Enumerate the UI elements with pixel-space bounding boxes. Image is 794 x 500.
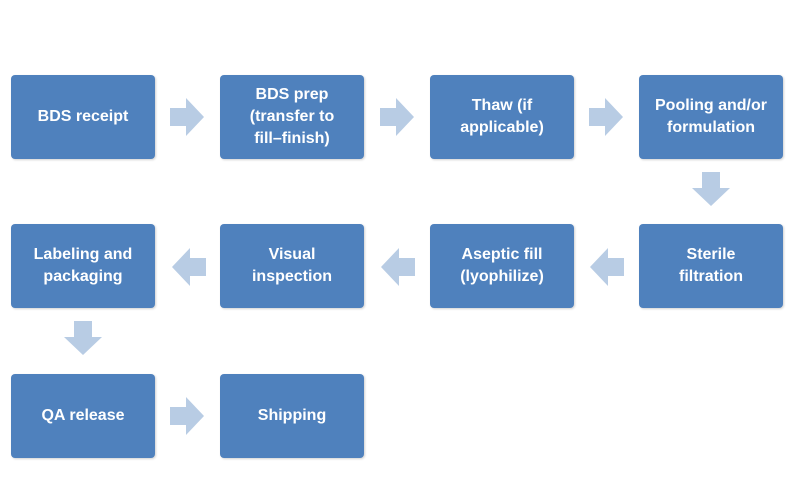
step-visual-inspection: Visual inspection [220, 224, 364, 308]
arrow-right-icon [170, 98, 204, 136]
step-bds-receipt: BDS receipt [11, 75, 155, 159]
arrow-left-icon [172, 248, 206, 286]
arrow-down-icon [64, 321, 102, 355]
step-labeling-packaging: Labeling and packaging [11, 224, 155, 308]
arrow-right-icon [170, 397, 204, 435]
arrow-left-icon [381, 248, 415, 286]
step-aseptic-fill: Aseptic fill (lyophilize) [430, 224, 574, 308]
arrow-right-icon [589, 98, 623, 136]
step-sterile-filtration: Sterile filtration [639, 224, 783, 308]
arrow-down-icon [692, 172, 730, 206]
step-pooling-formulation: Pooling and/or formulation [639, 75, 783, 159]
arrow-right-icon [380, 98, 414, 136]
step-thaw: Thaw (if applicable) [430, 75, 574, 159]
step-qa-release: QA release [11, 374, 155, 458]
step-shipping: Shipping [220, 374, 364, 458]
arrow-left-icon [590, 248, 624, 286]
step-bds-prep: BDS prep (transfer to fill–finish) [220, 75, 364, 159]
